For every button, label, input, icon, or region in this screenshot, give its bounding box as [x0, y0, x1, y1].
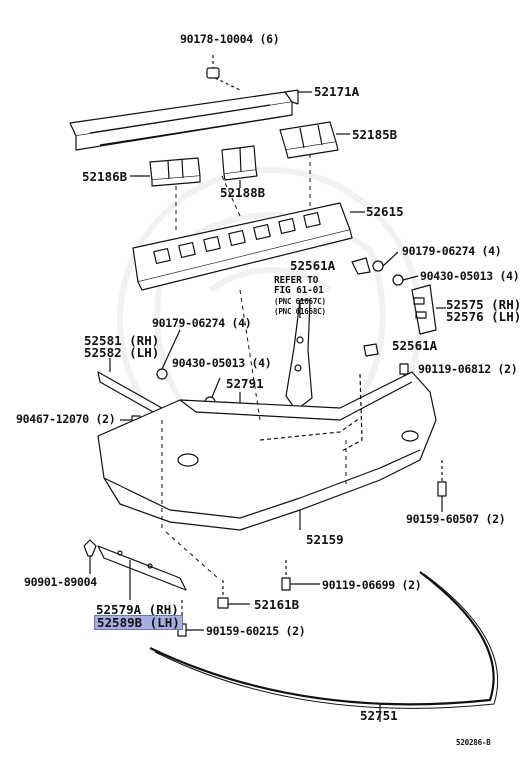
part-label-52561A-mid: 52561A [392, 338, 438, 353]
molding-strip-52751 [149, 571, 499, 722]
energy-absorber-52615 [132, 202, 365, 291]
part-label-52615: 52615 [366, 204, 404, 219]
bracket-52575-52576 [411, 284, 446, 335]
part-label-52188B: 52188B [220, 185, 266, 200]
part-label-90179-06274-mid: 90179-06274 (4) [152, 316, 252, 330]
bumper-stay-52186B [130, 157, 201, 187]
clip-90179-06274-mid [156, 329, 181, 380]
part-label-90179-06274-top: 90179-06274 (4) [402, 244, 502, 258]
part-label-52579A-rh: 52579A (RH) [96, 602, 179, 617]
part-label-52751: 52751 [360, 708, 398, 723]
bumper-stay-52185B [279, 121, 350, 159]
reference-note-line-3: (PNC 61667C) [274, 297, 326, 306]
part-label-90119-06699: 90119-06699 (2) [322, 578, 422, 592]
bumper-cover-52159 [97, 371, 437, 531]
part-label-52561A-top: 52561A [290, 258, 336, 273]
part-label-52159: 52159 [306, 532, 344, 547]
part-label-52186B: 52186B [82, 169, 128, 184]
part-label-52576-lh: 52576 (LH) [446, 309, 522, 324]
part-label-90119-06812: 90119-06812 (2) [418, 362, 518, 376]
part-label-52581-rh: 52581 (RH) [84, 333, 160, 348]
part-label-90901-89004: 90901-89004 [24, 575, 97, 589]
part-label-90430-05013-mid: 90430-05013 (4) [172, 356, 272, 370]
screw-90119-06699 [281, 560, 320, 591]
reference-note-line-4: (PNC 61668C) [274, 307, 326, 316]
part-label-90467-12070: 90467-12070 (2) [16, 412, 116, 426]
guide-lines [161, 154, 347, 581]
part-label-90159-60215: 90159-60215 (2) [206, 624, 306, 638]
clip-52161B [217, 580, 250, 609]
side-retainer-52561A [351, 251, 419, 286]
bumper-stay-52188B [221, 145, 258, 188]
part-label-52582-lh: 52582 (LH) [84, 345, 160, 360]
bolt-90159-60507 [437, 460, 447, 512]
part-label-90178-10004: 90178-10004 (6) [180, 32, 280, 46]
part-label-52791: 52791 [226, 376, 264, 391]
clip-90178-10004 [206, 55, 220, 79]
part-label-52161B: 52161B [254, 597, 300, 612]
retainer-52561A-mid [363, 343, 379, 357]
part-label-52589B-lh-highlighted[interactable]: 52589B (LH) [94, 615, 183, 630]
reference-bracket [285, 299, 313, 411]
part-label-90159-60507: 90159-60507 (2) [406, 512, 506, 526]
clip-90901-89004 [83, 539, 97, 574]
lower-retainer-52579A-52589B [97, 545, 187, 600]
part-label-52185B: 52185B [352, 127, 398, 142]
part-label-90430-05013-top: 90430-05013 (4) [420, 269, 520, 283]
part-label-52575-rh: 52575 (RH) [446, 297, 522, 312]
bumper-reinforcement-52171A [69, 77, 312, 151]
figure-code: 520286-B [456, 738, 491, 747]
part-label-52171A: 52171A [314, 84, 360, 99]
reference-note-line-1: REFER TO [274, 275, 319, 286]
reference-note-line-2: FIG 61-01 [274, 285, 324, 296]
